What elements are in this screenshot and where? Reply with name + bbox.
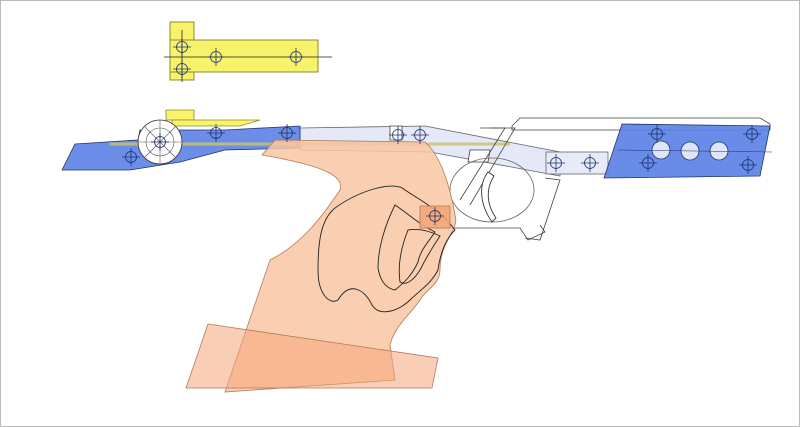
screw-marker	[547, 154, 565, 172]
screw-marker	[389, 126, 407, 144]
screw-marker	[739, 156, 757, 174]
screw-markers	[122, 38, 761, 225]
front-sight	[389, 125, 403, 141]
trigger	[481, 171, 497, 223]
guard-link-top	[467, 149, 491, 163]
weight-axis	[617, 149, 773, 153]
screw-marker	[411, 126, 429, 144]
screw-marker	[581, 154, 599, 172]
screw-marker	[207, 124, 225, 142]
screw-marker	[287, 48, 305, 66]
screw-marker	[173, 60, 191, 78]
screw-marker	[743, 125, 761, 143]
guard-front	[524, 177, 561, 241]
palm-shelf	[185, 323, 439, 389]
screw-marker	[122, 148, 140, 166]
mounting-plate-horizontal	[169, 39, 319, 73]
screw-marker	[426, 207, 444, 225]
screw-marker	[639, 154, 657, 172]
inner-groove-outline	[398, 229, 441, 284]
finger-groove-outline	[317, 185, 456, 313]
screw-marker	[151, 133, 169, 151]
barrel-weight	[603, 123, 773, 179]
grip-body	[224, 139, 457, 393]
screw-marker	[207, 48, 225, 66]
grip	[185, 139, 457, 393]
screw-marker	[173, 38, 191, 56]
slide-block	[545, 151, 609, 175]
thumb-rest-outline	[377, 204, 436, 291]
screw-marker	[648, 125, 666, 143]
mounting-plate	[164, 21, 332, 82]
weight-hole	[651, 140, 671, 160]
screw-marker	[278, 124, 296, 142]
rail-tab	[165, 109, 195, 121]
